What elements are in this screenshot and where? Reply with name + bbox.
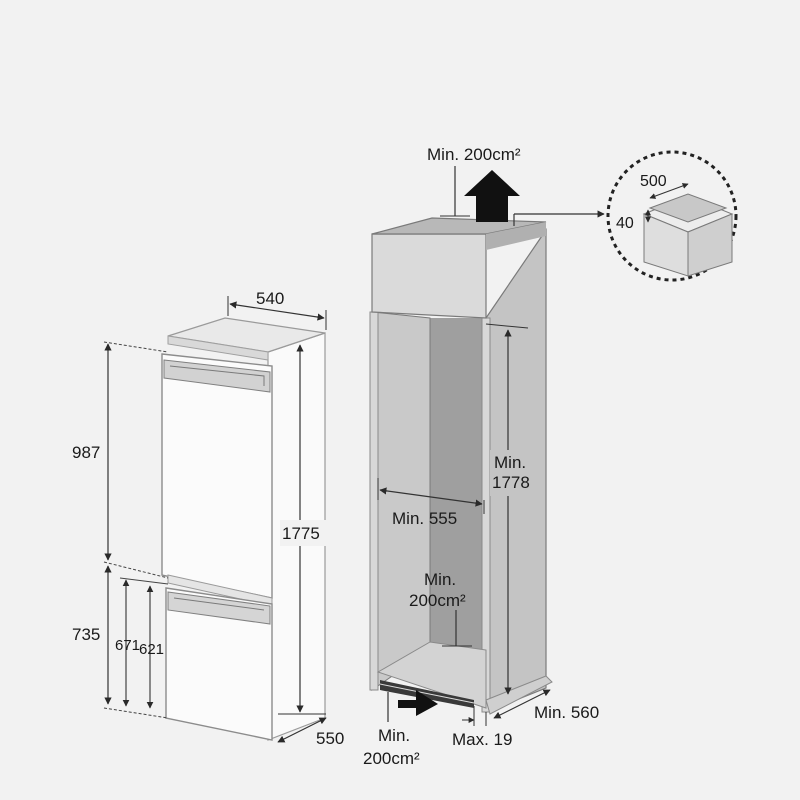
rear-vent-line1: Min. [424,570,456,589]
depth-label: 550 [316,729,344,748]
cabinet-depth-dim: Min. 560 [493,689,599,722]
cabinet-top-front [371,233,487,319]
plinth-depth-dim: Max. 19 [452,706,512,749]
top-vent-label: Min. 200cm² [427,145,521,164]
plinth-depth-label: Max. 19 [452,730,512,749]
bottom-vent-line1: Min. [378,726,410,745]
dimension-height: 1775 [278,344,326,715]
dimension-width: 540 [227,289,327,330]
cabinet-height-line2: 1778 [492,473,530,492]
lower-door [165,587,273,741]
rear-vent-line2: 200cm² [409,591,466,610]
lower-door-671-label: 671 [115,637,140,654]
cabinet-height-dim: Min. 1778 [485,323,536,695]
cabinet-back-wall [428,318,486,650]
width-label: 540 [256,289,284,308]
cabinet-width-dim: Min. 555 [377,478,485,528]
top-vent-arrow: Min. 200cm² [427,145,521,222]
bottom-vent-line2: 200cm² [363,749,420,768]
cabinet-width-label: Min. 555 [392,509,457,528]
vent-detail: 500 40 [606,150,738,282]
detail-depth-label: 40 [616,215,634,232]
lower-height-label: 735 [72,625,100,644]
upper-height-label: 987 [72,443,100,462]
lower-door-621-label: 621 [139,641,164,658]
cabinet-height-line1: Min. [494,453,526,472]
upper-door [161,353,273,599]
dimension-left: 987 735 671 621 [72,341,169,719]
lower-door-handle [167,591,271,625]
appliance [161,317,326,741]
bottom-vent-arrow: Min. 200cm² [363,690,438,768]
detail-width-label: 500 [640,173,667,190]
cabinet-depth-label: Min. 560 [534,703,599,722]
cabinet-left-side [371,311,431,691]
rear-vent: Min. 200cm² [409,570,472,647]
height-label: 1775 [282,524,320,543]
dimension-depth: 550 [277,717,344,748]
